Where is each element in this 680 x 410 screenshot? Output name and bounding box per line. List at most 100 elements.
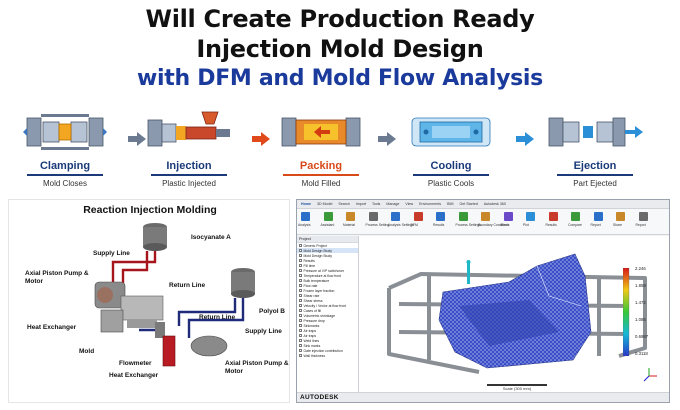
tree-item[interactable]: Velocity / Vector at flow front xyxy=(297,303,358,308)
label-supply-line: Supply Line xyxy=(93,250,130,257)
stage-name: Clamping xyxy=(39,160,91,172)
tree-item[interactable]: Pressure drop xyxy=(297,318,358,323)
ribbon-button-icon[interactable] xyxy=(638,212,648,221)
ribbon-tab[interactable]: Manage xyxy=(386,202,400,206)
ribbon-button-icon[interactable] xyxy=(458,212,468,221)
ribbon-tab[interactable]: Import xyxy=(355,202,366,206)
checkbox-icon[interactable] xyxy=(299,274,302,277)
tree-item[interactable]: Volumetric shrinkage xyxy=(297,313,358,318)
tree-item[interactable]: Shear rate xyxy=(297,293,358,298)
tree-item[interactable]: Bulk temperature xyxy=(297,278,358,283)
ribbon-tab[interactable]: Home xyxy=(301,202,311,206)
tree-item-label: Velocity / Vector at flow front xyxy=(303,303,347,308)
tree-item[interactable]: Temperature at flow front xyxy=(297,273,358,278)
checkbox-icon[interactable] xyxy=(299,264,302,267)
tree-item[interactable]: Sink marks xyxy=(297,343,358,348)
tree-item[interactable]: Air traps xyxy=(297,333,358,338)
tree-item[interactable]: Weld lines xyxy=(297,338,358,343)
ribbon-button-icon[interactable] xyxy=(526,212,535,221)
tree-item[interactable]: Pressure at V/P switchover xyxy=(297,268,358,273)
label-supply-line: Supply Line xyxy=(245,328,282,335)
ribbon-button-icon[interactable] xyxy=(593,212,603,221)
tree-item[interactable]: Wall thickness xyxy=(297,353,358,358)
project-header: Project xyxy=(297,236,358,243)
checkbox-icon[interactable] xyxy=(299,279,302,282)
checkbox-icon[interactable] xyxy=(299,299,302,302)
tree-item[interactable]: Frozen layer fraction xyxy=(297,288,358,293)
mesh-model xyxy=(387,253,657,382)
tree-item[interactable]: Flow rate xyxy=(297,283,358,288)
ribbon-button-label: Compare xyxy=(568,223,582,227)
ribbon-button-label: Mesh xyxy=(500,223,509,227)
tree-item[interactable]: Gate injection contribution xyxy=(297,348,358,353)
stage-clamping: Clamping Mold Closes xyxy=(10,110,120,188)
ribbon-tab[interactable]: View xyxy=(405,202,414,206)
tree-item[interactable]: Generic Project xyxy=(297,243,358,248)
tree-item-label: Cases of fill xyxy=(303,308,322,313)
tree-item[interactable]: Shear stress xyxy=(297,298,358,303)
stage-sub: Plastic Cools xyxy=(427,179,475,188)
tree-item[interactable]: Mold Design Study xyxy=(297,248,358,253)
ribbon-tab[interactable]: Search xyxy=(338,202,350,206)
checkbox-icon[interactable] xyxy=(299,289,302,292)
checkbox-icon[interactable] xyxy=(299,334,302,337)
ribbon-tab[interactable]: Tools xyxy=(371,202,381,206)
checkbox-icon[interactable] xyxy=(299,284,302,287)
ribbon-button-icon[interactable] xyxy=(391,212,400,221)
checkbox-icon[interactable] xyxy=(299,329,302,332)
checkbox-icon[interactable] xyxy=(299,354,302,357)
ribbon-button-icon[interactable] xyxy=(436,212,445,221)
checkbox-icon[interactable] xyxy=(299,324,302,327)
checkbox-icon[interactable] xyxy=(299,339,302,342)
ribbon-button-label: Plot xyxy=(523,223,529,227)
tree-item[interactable]: Sinkmarks xyxy=(297,323,358,328)
tree-item[interactable]: Cases of fill xyxy=(297,308,358,313)
ribbon-button-icon[interactable] xyxy=(368,212,378,221)
tree-item[interactable]: Mold Design Study xyxy=(297,253,358,258)
ribbon-tab[interactable]: Autodesk 360 xyxy=(483,202,506,206)
ribbon-button-icon[interactable] xyxy=(481,212,490,221)
tree-item-label: Pressure drop xyxy=(303,318,325,323)
checkbox-icon[interactable] xyxy=(299,269,302,272)
checkbox-icon[interactable] xyxy=(299,304,302,307)
tree-item-label: Flow rate xyxy=(303,283,318,288)
checkbox-icon[interactable] xyxy=(299,349,302,352)
legend-value: 0.3118 xyxy=(635,351,648,356)
label-polyol: Polyol B xyxy=(259,308,286,315)
tree-item[interactable]: Results xyxy=(297,258,358,263)
label-isocyanate: Isocyanate A xyxy=(191,234,231,241)
ribbon-tab[interactable]: 3D Model xyxy=(317,202,333,206)
rim-schematic xyxy=(94,223,255,367)
legend-value: 1.472 xyxy=(635,300,646,305)
ribbon-button-label: Assistant xyxy=(320,223,335,227)
ribbon-button-icon[interactable] xyxy=(548,212,558,221)
checkbox-icon[interactable] xyxy=(299,314,302,317)
tree-item-label: Temperature at flow front xyxy=(303,273,342,278)
tree-item-label: Volumetric shrinkage xyxy=(303,313,335,318)
ribbon-tab[interactable]: BIM xyxy=(447,202,454,206)
checkbox-icon[interactable] xyxy=(299,254,302,257)
headline-line-2: Injection Mold Design xyxy=(196,35,484,63)
ribbon-button-icon[interactable] xyxy=(301,212,310,221)
ribbon-button-icon[interactable] xyxy=(503,212,513,221)
stage-injection: Injection Plastic Injected xyxy=(134,110,244,188)
tree-item[interactable]: Air traps xyxy=(297,328,358,333)
ribbon-button-icon[interactable] xyxy=(571,212,580,221)
checkbox-icon[interactable] xyxy=(299,294,302,297)
checkbox-icon[interactable] xyxy=(299,259,302,262)
ribbon-button-icon[interactable] xyxy=(616,212,625,221)
checkbox-icon[interactable] xyxy=(299,309,302,312)
tree-item[interactable]: Fill time xyxy=(297,263,358,268)
checkbox-icon[interactable] xyxy=(299,244,302,247)
arrow-icon xyxy=(252,132,270,146)
ribbon-tab[interactable]: Environments xyxy=(419,202,442,206)
ribbon-tab[interactable]: Get Started xyxy=(459,202,478,206)
ribbon-button-icon[interactable] xyxy=(413,212,423,221)
ribbon-button-icon[interactable] xyxy=(346,212,355,221)
checkbox-icon[interactable] xyxy=(299,344,302,347)
ribbon-button-icon[interactable] xyxy=(323,212,333,221)
model-viewport[interactable]: 2.246 1.859 1.472 1.085 0.6987 0.3118 Sc… xyxy=(359,236,669,394)
checkbox-icon[interactable] xyxy=(299,319,302,322)
checkbox-icon[interactable] xyxy=(299,249,302,252)
moldflow-window: Home 3D Model Search Import Tools Manage View E… xyxy=(296,199,670,403)
